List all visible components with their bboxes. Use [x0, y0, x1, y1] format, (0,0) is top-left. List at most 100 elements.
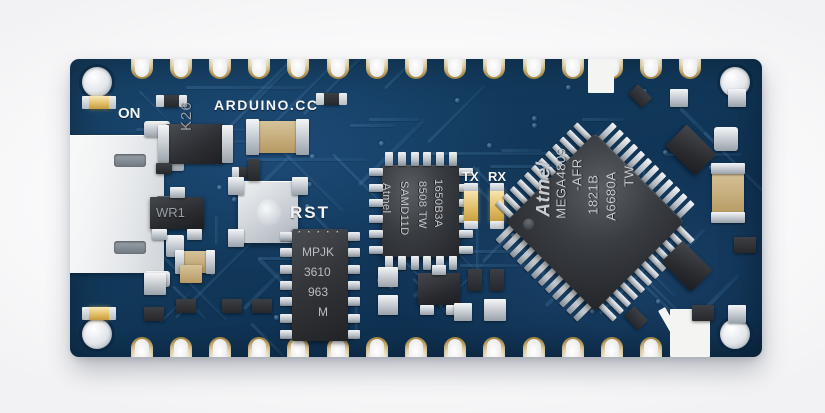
copper-trace	[186, 85, 307, 89]
samd-pin-left-1	[369, 168, 383, 176]
soic-pin-left-5	[280, 297, 292, 307]
samd-pin-left-4	[369, 214, 383, 223]
edge-pad-top-15[interactable]	[679, 59, 701, 89]
smd-resistor-bl-2	[176, 299, 196, 313]
edge-pad-top-9[interactable]	[444, 59, 466, 89]
pcb-via	[217, 185, 223, 191]
diode-k26-term-r	[222, 125, 233, 163]
reset-btn-leg-bl	[228, 229, 244, 247]
samd-pin-bot-3	[410, 256, 419, 270]
power-led-label: ON	[118, 105, 141, 122]
diode-k26	[166, 124, 224, 164]
usb-mcu-samd11	[382, 165, 460, 257]
soic-pin-right-3	[348, 264, 360, 274]
soic-pin-left-4	[280, 281, 292, 290]
copper-trace	[460, 263, 529, 267]
mcu-line-part: MEGA4809	[553, 147, 569, 219]
edge-pad-top-1[interactable]	[131, 59, 153, 89]
edge-pad-bottom-11[interactable]	[523, 327, 545, 357]
sot-mid-pin-1	[420, 305, 434, 315]
soic-line-4: M	[318, 305, 328, 319]
smd-resistor-mid-1	[468, 269, 482, 291]
edge-pad-top-4[interactable]	[248, 59, 270, 89]
smd-resistor-right-b	[692, 305, 714, 321]
edge-pad-top-2[interactable]	[170, 59, 192, 89]
led-bottom-left	[88, 307, 110, 320]
pcb-via	[232, 197, 238, 203]
pcb-via	[306, 182, 312, 188]
smd-pad-mid-4	[454, 303, 472, 321]
edge-pad-bottom-14[interactable]	[640, 327, 662, 357]
edge-pad-bottom-13[interactable]	[601, 327, 623, 357]
pcb-via	[566, 85, 572, 91]
mounting-hole-bottom-left	[82, 319, 112, 349]
mcu-line-lot: 1821B	[585, 174, 601, 215]
edge-pad-bottom-8[interactable]	[405, 327, 427, 357]
samd-pin-top-3	[410, 152, 419, 166]
smd-resistor-bl-1	[144, 307, 164, 321]
soic-line-1: MPJK	[302, 245, 335, 259]
edge-pad-top-5[interactable]	[287, 59, 309, 89]
wr1-pin-1	[152, 229, 167, 240]
transistor-wr1-marking: WR1	[156, 205, 185, 220]
edge-pad-bottom-2[interactable]	[170, 327, 192, 357]
arduino-nano-every-pcb: ON ARDUINO.CC K26 WR1	[70, 59, 762, 357]
smd-resistor-top-2-term-r	[339, 93, 347, 105]
main-mcu-text-group: Atmel MEGA4809 -AFR 1821B A6680A TW	[533, 148, 649, 275]
edge-pad-top-12[interactable]	[562, 59, 584, 89]
copper-trace	[705, 273, 741, 309]
soic-pin-left-2	[280, 248, 292, 258]
pcb-via	[662, 150, 668, 156]
samd-pin-bot-1	[385, 256, 393, 270]
edge-pad-top-3[interactable]	[209, 59, 231, 89]
samd-pin-top-1	[385, 152, 393, 166]
samd-pin-left-3	[369, 199, 383, 208]
tx-label: TX	[462, 169, 479, 184]
edge-pad-top-10[interactable]	[483, 59, 505, 89]
tx-led-term-top	[464, 183, 478, 191]
smd-cap-c1-term-l	[175, 250, 184, 274]
edge-pad-bottom-12[interactable]	[562, 327, 584, 357]
edge-pad-top-8[interactable]	[405, 59, 427, 89]
tx-led	[464, 189, 478, 223]
edge-pad-top-7[interactable]	[366, 59, 388, 89]
smd-cap-right-1-term-t	[711, 163, 745, 174]
pcb-via	[532, 123, 538, 129]
samd-pin-top-2	[397, 152, 406, 166]
copper-trace	[368, 118, 420, 122]
soic-pin-right-6	[348, 313, 360, 323]
power-led-term-left	[82, 96, 89, 109]
copper-trace	[355, 305, 359, 342]
smd-pad-mid-1	[378, 267, 398, 287]
diode-k26-marking: K26	[178, 101, 195, 131]
tx-led-term-bot	[464, 221, 478, 229]
edge-pad-bottom-1[interactable]	[131, 327, 153, 357]
edge-pad-top-11[interactable]	[523, 59, 545, 89]
smd-resistor-mid-2	[490, 269, 504, 291]
soic-pin-left-7	[280, 330, 292, 339]
edge-pad-bottom-6[interactable]	[327, 327, 349, 357]
edge-pad-bottom-10[interactable]	[483, 327, 505, 357]
wr1-pin-3	[170, 187, 185, 198]
edge-pad-bottom-5[interactable]	[287, 327, 309, 357]
pcb-via	[274, 315, 280, 321]
edge-pad-top-14[interactable]	[640, 59, 662, 89]
edge-pad-bottom-9[interactable]	[444, 327, 466, 357]
reset-label: RST	[290, 203, 330, 222]
rx-led-term-bot	[490, 221, 504, 229]
smd-cap-right-1-term-b	[711, 212, 745, 223]
copper-trace	[214, 215, 218, 245]
sot-mid-pin-2	[446, 305, 460, 315]
transistor-wr1	[150, 197, 204, 229]
rx-label: RX	[488, 169, 507, 184]
edge-pad-bottom-3[interactable]	[209, 327, 231, 357]
samd11-line-2: SAMD11D	[398, 181, 410, 236]
reset-button-plunger[interactable]	[257, 199, 281, 227]
edge-pad-bottom-7[interactable]	[366, 327, 388, 357]
copper-trace	[349, 124, 395, 128]
edge-pad-bottom-4[interactable]	[248, 327, 270, 357]
copper-trace	[500, 149, 542, 153]
edge-pad-top-6[interactable]	[327, 59, 349, 89]
brand-label: ARDUINO.CC	[214, 97, 319, 113]
soic-line-3: 963	[308, 285, 329, 299]
